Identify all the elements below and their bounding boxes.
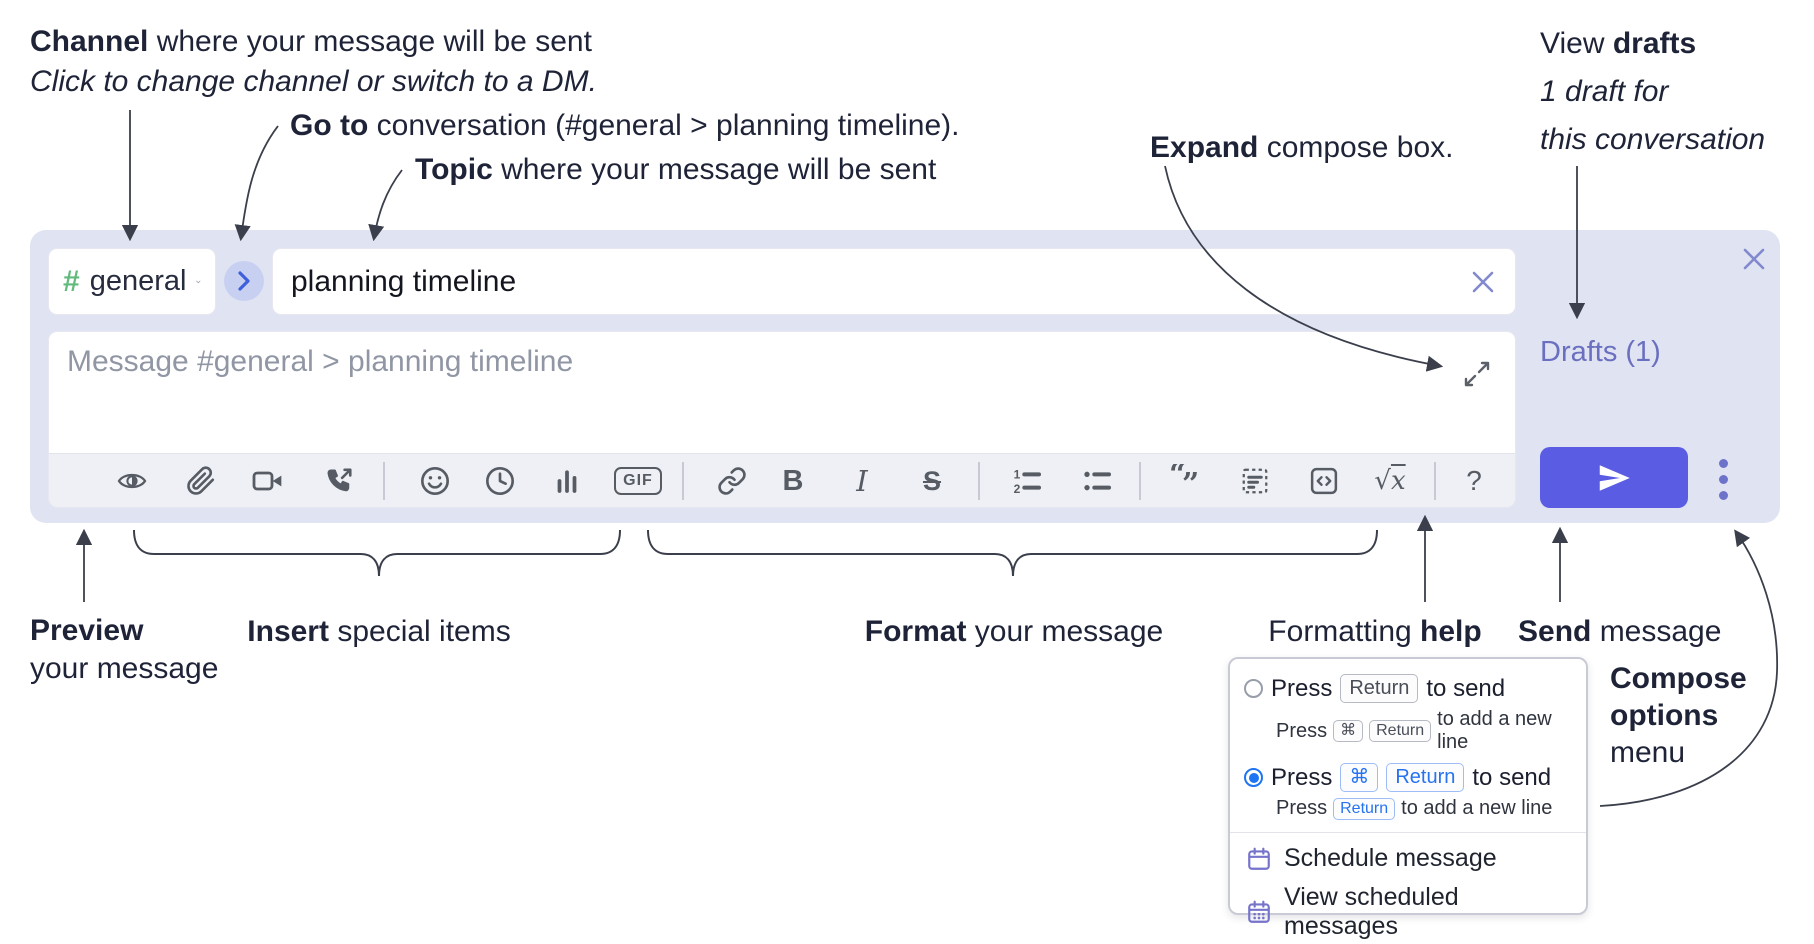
clear-topic-icon[interactable] bbox=[1469, 268, 1497, 296]
bulleted-list-icon[interactable] bbox=[1074, 458, 1120, 504]
video-call-icon[interactable] bbox=[245, 458, 291, 504]
cmd-key: ⌘ bbox=[1340, 763, 1379, 792]
topic-value: planning timeline bbox=[291, 264, 517, 298]
chevron-right-icon bbox=[238, 271, 250, 291]
math-icon[interactable]: √x bbox=[1374, 466, 1406, 496]
spoiler-icon[interactable] bbox=[1232, 458, 1278, 504]
annotation-topic: Topic where your message will be sent bbox=[415, 153, 937, 186]
menu-divider bbox=[1230, 832, 1586, 833]
option-cmd-enter-to-send[interactable]: Press ⌘ Return to send bbox=[1230, 760, 1586, 795]
compose-options-menu-button[interactable] bbox=[1706, 455, 1740, 503]
ellipsis-dot bbox=[1718, 474, 1728, 484]
chevron-down-icon bbox=[196, 280, 201, 283]
channel-selector[interactable]: # general bbox=[48, 248, 216, 315]
topic-arrow bbox=[368, 169, 403, 242]
send-button[interactable] bbox=[1540, 447, 1688, 508]
message-textarea[interactable]: Message #general > planning timeline bbox=[48, 331, 1516, 508]
option-text: to send bbox=[1426, 674, 1506, 702]
insert-brace bbox=[133, 529, 621, 577]
toolbar-divider bbox=[1139, 462, 1141, 500]
poll-icon[interactable] bbox=[544, 458, 590, 504]
svg-text:”: ” bbox=[1182, 467, 1199, 498]
radio-selected[interactable] bbox=[1244, 768, 1263, 787]
return-key: Return bbox=[1369, 720, 1432, 742]
return-key: Return bbox=[1333, 797, 1396, 820]
option-enter-to-send[interactable]: Press Return to send bbox=[1230, 671, 1586, 706]
menu-item-schedule-message[interactable]: Schedule message bbox=[1230, 839, 1586, 878]
strikethrough-icon[interactable]: S bbox=[922, 465, 941, 496]
time-mention-icon[interactable] bbox=[477, 458, 523, 504]
calendar-list-icon bbox=[1248, 900, 1270, 923]
option-text: Press bbox=[1271, 674, 1333, 702]
toolbar-divider bbox=[383, 462, 385, 500]
drafts-link[interactable]: Drafts (1) bbox=[1540, 336, 1661, 368]
option-enter-subtext: Press ⌘ Return to add a new line bbox=[1276, 708, 1552, 753]
annotation-compose-options: Compose options menu bbox=[1610, 662, 1747, 769]
annotation-send: Send message bbox=[1518, 615, 1722, 648]
svg-text:1: 1 bbox=[1014, 467, 1021, 481]
voice-call-icon[interactable] bbox=[316, 458, 362, 504]
radio-unselected[interactable] bbox=[1244, 679, 1263, 698]
format-brace bbox=[647, 529, 1378, 577]
link-icon[interactable] bbox=[709, 458, 755, 504]
annotation-drafts: View drafts 1 draft for this conversatio… bbox=[1540, 27, 1766, 156]
attach-file-icon[interactable] bbox=[178, 458, 224, 504]
calendar-icon bbox=[1248, 847, 1270, 870]
option-text: Press bbox=[1271, 763, 1333, 791]
goto-arrow bbox=[234, 125, 279, 242]
annotation-preview: Preview your message bbox=[30, 614, 219, 685]
menu-item-view-scheduled[interactable]: View scheduled messages bbox=[1230, 878, 1586, 944]
toolbar-divider bbox=[1434, 462, 1436, 500]
toolbar-divider bbox=[978, 462, 980, 500]
annotation-formatting-help: Formatting help bbox=[1268, 615, 1482, 648]
channel-hash-icon: # bbox=[63, 264, 80, 298]
preview-eye-icon[interactable] bbox=[109, 458, 155, 504]
message-placeholder: Message #general > planning timeline bbox=[67, 345, 574, 378]
cmd-key: ⌘ bbox=[1333, 720, 1364, 742]
toolbar-divider bbox=[682, 462, 684, 500]
annotation-expand: Expand compose box. bbox=[1150, 131, 1454, 164]
option-cmd-enter-subtext: Press Return to add a new line bbox=[1276, 797, 1553, 820]
emoji-icon[interactable] bbox=[412, 458, 458, 504]
send-plane-icon bbox=[1599, 464, 1630, 491]
annotation-goto: Go to conversation (#general > planning … bbox=[290, 109, 960, 142]
ellipsis-dot bbox=[1718, 490, 1728, 500]
annotation-format: Format your message bbox=[864, 615, 1164, 648]
topic-input[interactable]: planning timeline bbox=[272, 248, 1516, 315]
option-text: to send bbox=[1472, 763, 1552, 791]
annotation-channel: Channel where your message will be sent … bbox=[30, 25, 597, 98]
annotation-insert: Insert special items bbox=[247, 615, 511, 648]
svg-text:2: 2 bbox=[1014, 482, 1021, 496]
goto-conversation-button[interactable] bbox=[224, 261, 264, 301]
close-compose-icon[interactable] bbox=[1740, 245, 1768, 273]
gif-icon[interactable]: GIF bbox=[610, 458, 666, 504]
code-icon[interactable] bbox=[1301, 458, 1347, 504]
italic-icon[interactable]: I bbox=[856, 464, 868, 498]
channel-name: general bbox=[89, 265, 187, 297]
compose-options-menu: Press Return to send Press ⌘ Return to a… bbox=[1228, 657, 1588, 940]
expand-compose-icon[interactable] bbox=[1463, 360, 1491, 388]
return-key: Return bbox=[1386, 763, 1465, 792]
svg-text:“: “ bbox=[1169, 464, 1186, 492]
quote-icon[interactable]: “” bbox=[1161, 458, 1207, 504]
ellipsis-dot bbox=[1718, 458, 1728, 468]
bold-icon[interactable]: B bbox=[782, 464, 804, 497]
return-key: Return bbox=[1340, 674, 1419, 703]
message-formatting-help-icon[interactable]: ? bbox=[1466, 465, 1482, 496]
